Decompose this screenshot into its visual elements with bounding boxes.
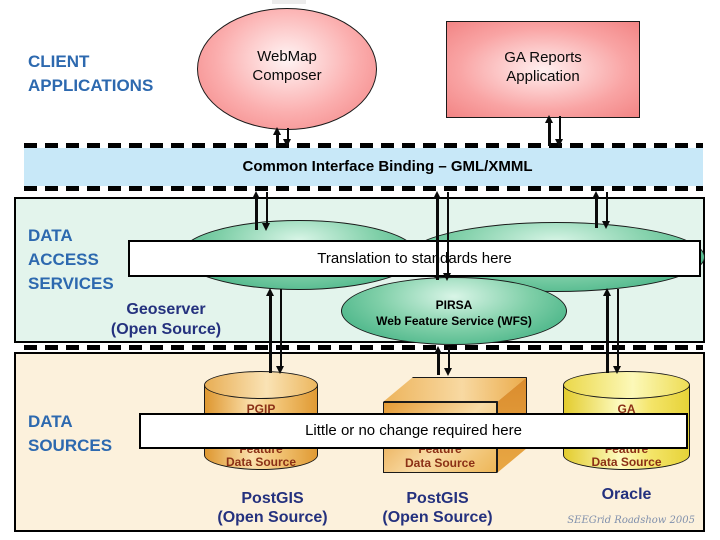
connector-gareports-to-bar	[545, 115, 563, 147]
ga-reports-line1: GA Reports	[504, 49, 582, 66]
change-note-box: Little or no change required here	[139, 413, 688, 449]
pirsa-db-line3: Data Source	[225, 455, 297, 469]
down-arrow-icon	[443, 192, 451, 281]
access-label-line2: ACCESS	[28, 250, 99, 269]
access-label-line1: DATA	[28, 226, 73, 245]
up-arrow-icon	[252, 191, 259, 230]
client-applications-label-line1: CLIENT	[28, 52, 90, 71]
connector-rightellipse-to-gadb	[603, 288, 621, 374]
geoserver-line2: (Open Source)	[110, 321, 222, 338]
pirsa-database-cylinder-top	[204, 371, 318, 399]
down-arrow-icon	[613, 289, 621, 374]
data-sources-label: DATA SOURCES	[28, 410, 112, 458]
postgis-mid-line2: (Open Source)	[382, 509, 493, 526]
cropped-shape-artifact	[272, 0, 306, 4]
down-arrow-icon	[444, 347, 452, 376]
sources-label-line2: SOURCES	[28, 436, 113, 455]
postgis-left-line2: (Open Source)	[217, 509, 328, 526]
pirsa-line2: Web Feature Service (WFS)	[376, 314, 532, 328]
down-arrow-icon	[283, 128, 291, 147]
connector-bar-to-right-ellipse	[592, 191, 610, 229]
sources-label-line1: DATA	[28, 412, 73, 431]
postgis-mid-line1: PostGIS	[406, 490, 469, 507]
connector-webmap-to-bar	[273, 127, 291, 147]
down-arrow-icon	[602, 192, 610, 229]
change-note-label: Little or no change required here	[305, 422, 522, 439]
up-arrow-icon	[603, 288, 610, 373]
up-arrow-icon	[545, 115, 552, 146]
up-arrow-icon	[273, 127, 280, 146]
ga-database-cylinder-top	[563, 371, 690, 399]
postgis-label-left: PostGIS (Open Source)	[200, 489, 345, 527]
geoserver-line1: Geoserver	[126, 301, 206, 318]
client-applications-label: CLIENT APPLICATIONS	[28, 50, 153, 98]
down-arrow-icon	[276, 289, 284, 374]
up-arrow-icon	[433, 191, 440, 280]
pirsa-db-name: PGIP	[246, 402, 276, 416]
translation-note-box: Translation to standards here	[128, 240, 701, 277]
translation-note-label: Translation to standards here	[317, 250, 512, 267]
dashed-divider-mid	[24, 186, 703, 191]
webmap-line2: Composer	[252, 67, 322, 84]
pirsa-wfs-ellipse: PIRSA Web Feature Service (WFS)	[341, 277, 567, 345]
ga-db-line3: Data Source	[591, 455, 662, 469]
access-label-line3: SERVICES	[28, 274, 114, 293]
pirsa-line1: PIRSA	[435, 298, 473, 312]
client-applications-label-line2: APPLICATIONS	[28, 76, 154, 95]
ga-reports-line2: Application	[506, 68, 580, 85]
up-arrow-icon	[592, 191, 599, 228]
connector-pirsawfs-to-midbox	[434, 346, 452, 376]
up-arrow-icon	[434, 346, 441, 375]
connector-bar-to-pirsa-wfs	[433, 191, 451, 281]
connector-leftellipse-to-pirsadb	[266, 288, 284, 374]
webmap-composer-label: WebMap Composer	[198, 47, 376, 85]
data-access-services-label: DATA ACCESS SERVICES	[28, 224, 114, 296]
pirsa-wfs-label: PIRSA Web Feature Service (WFS)	[342, 297, 566, 329]
webmap-line1: WebMap	[257, 48, 317, 65]
common-interface-binding-bar: Common Interface Binding – GML/XMML	[24, 148, 703, 186]
oracle-label: Oracle	[601, 486, 652, 503]
ga-reports-label: GA Reports Application	[447, 48, 639, 86]
postgis-left-line1: PostGIS	[241, 490, 304, 507]
common-interface-binding-label: Common Interface Binding – GML/XMML	[242, 158, 533, 175]
ga-reports-node: GA Reports Application	[446, 21, 640, 118]
dashed-divider-bottom	[24, 345, 703, 350]
ga-db-name: GA	[617, 402, 636, 416]
footnote: SEEGrid Roadshow 2005	[567, 515, 695, 526]
postgis-label-mid: PostGIS (Open Source)	[365, 489, 510, 527]
pirsa-database-cylinder: PGIP Feature Data Source	[204, 371, 318, 470]
connector-bar-to-left-ellipse	[252, 191, 270, 231]
dashed-divider-top	[24, 143, 703, 148]
down-arrow-icon	[555, 116, 563, 147]
webmap-composer-node: WebMap Composer	[197, 8, 377, 130]
geoserver-label: Geoserver (Open Source)	[95, 300, 237, 340]
up-arrow-icon	[266, 288, 273, 373]
down-arrow-icon	[262, 192, 270, 231]
mid-db-line3: Data Source	[404, 456, 476, 470]
